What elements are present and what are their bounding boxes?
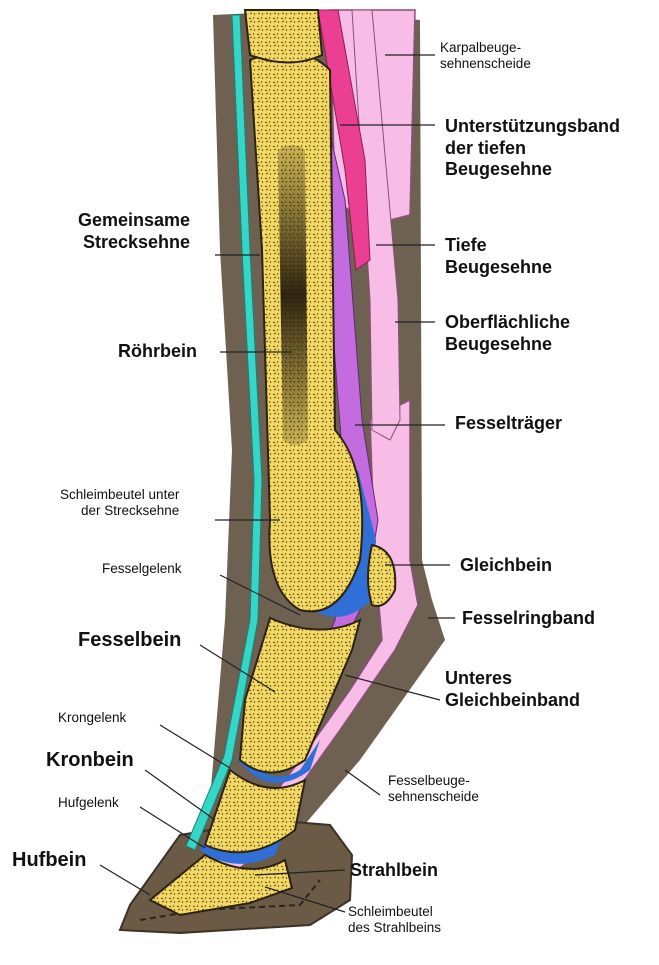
label-fesselringband: Fesselringband	[462, 608, 595, 630]
label-hufbein: Hufbein	[12, 848, 86, 872]
label-fesselbeugesehnenscheide: Fesselbeuge- sehnenscheide	[388, 773, 479, 805]
label-line: Unteres	[445, 668, 580, 690]
label-unterstuetzungsband: Unterstützungsband der tiefen Beugesehne	[445, 116, 620, 181]
label-fesselbein: Fesselbein	[78, 628, 181, 652]
label-gemeinsame-strecksehne: Gemeinsame Strecksehne	[78, 210, 190, 253]
label-schleimbeutel-strahlbein: Schleimbeutel des Strahlbeins	[348, 904, 441, 936]
cannon-marrow	[278, 145, 308, 445]
label-line: Tiefe	[445, 235, 552, 257]
label-line: Schleimbeutel unter	[60, 487, 179, 503]
label-hufgelenk: Hufgelenk	[58, 795, 119, 811]
label-line: Unterstützungsband	[445, 116, 620, 138]
label-unteres-gleichbeinband: Unteres Gleichbeinband	[445, 668, 580, 711]
label-schleimbeutel-strecksehne: Schleimbeutel unter der Strecksehne	[60, 487, 179, 519]
label-line: Fesselbeuge-	[388, 773, 479, 789]
label-line: der Strecksehne	[60, 503, 179, 519]
label-strahlbein: Strahlbein	[350, 860, 438, 882]
label-fesseltraeger: Fesselträger	[455, 413, 562, 435]
label-kronbein: Kronbein	[46, 748, 134, 772]
label-line: Gleichbeinband	[445, 690, 580, 712]
label-fesselgelenk: Fesselgelenk	[102, 561, 182, 577]
label-line: sehnenscheide	[440, 56, 531, 72]
label-line: Beugesehne	[445, 257, 552, 279]
label-line: Beugesehne	[445, 159, 620, 181]
label-line: des Strahlbeins	[348, 920, 441, 936]
label-line: Gemeinsame	[78, 210, 190, 232]
label-line: Beugesehne	[445, 334, 570, 356]
label-line: Karpalbeuge-	[440, 40, 531, 56]
label-line: Strecksehne	[78, 232, 190, 254]
label-roehrbein: Röhrbein	[118, 341, 197, 363]
label-gleichbein: Gleichbein	[460, 555, 552, 577]
label-oberflaechliche-beugesehne: Oberflächliche Beugesehne	[445, 312, 570, 355]
label-karpalbeugesehnenscheide: Karpalbeuge- sehnenscheide	[440, 40, 531, 72]
label-line: Oberflächliche	[445, 312, 570, 334]
label-line: Schleimbeutel	[348, 904, 441, 920]
label-krongelenk: Krongelenk	[58, 710, 126, 726]
label-tiefe-beugesehne: Tiefe Beugesehne	[445, 235, 552, 278]
cannon-head	[245, 10, 322, 63]
label-line: sehnenscheide	[388, 789, 479, 805]
label-line: der tiefen	[445, 138, 620, 160]
